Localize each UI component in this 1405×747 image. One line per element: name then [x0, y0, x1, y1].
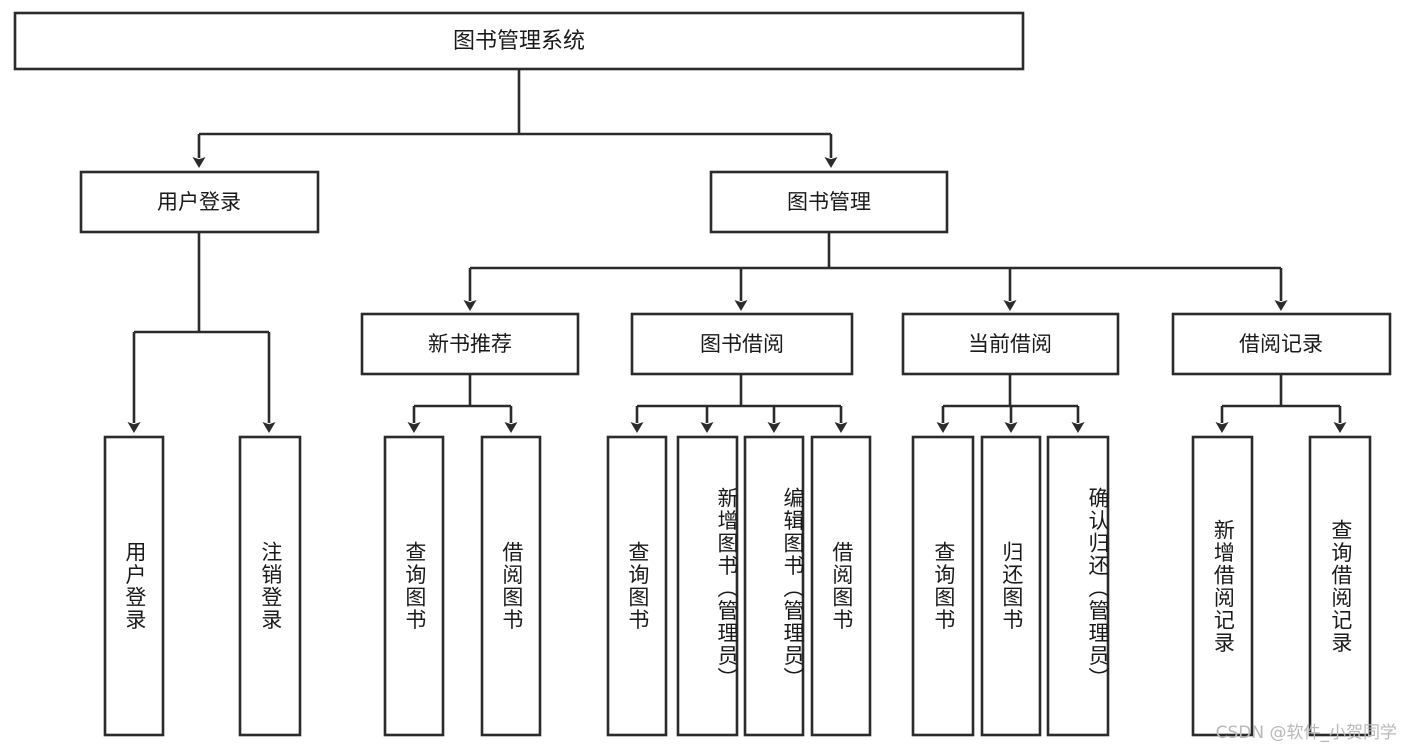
connector-current-borrow-to-leaves — [936, 374, 1085, 433]
node-current-borrow-box[interactable] — [901, 312, 1120, 376]
leaf-box-user-login[interactable] — [103, 435, 165, 737]
connector-book-borrow-to-leaves — [630, 374, 848, 433]
node-borrow-record-label: 借阅记录 — [1239, 332, 1323, 356]
node-book-borrow-box[interactable] — [630, 312, 854, 376]
connector-user-login-to-leaves — [127, 232, 276, 433]
leaf-box-confirm-return[interactable] — [1046, 435, 1110, 737]
node-book-manage[interactable]: 图书管理 — [709, 170, 949, 234]
node-new-book-recommend-box[interactable] — [360, 312, 580, 376]
leaf-box-logout[interactable] — [238, 435, 302, 737]
leaf-box-return-book[interactable] — [980, 435, 1042, 737]
node-new-book-recommend-label: 新书推荐 — [428, 332, 512, 356]
leaf-box-borrow-book-1[interactable] — [480, 435, 542, 737]
node-user-login-box[interactable] — [79, 170, 320, 234]
node-new-book-recommend[interactable]: 新书推荐 — [360, 312, 580, 376]
leaf-box-query-book-1[interactable] — [383, 435, 445, 737]
connector-book-manage-to-level3 — [463, 232, 1288, 311]
node-book-manage-label: 图书管理 — [787, 190, 871, 214]
connector-new-book-rec-to-leaves — [407, 374, 518, 433]
node-book-manage-box[interactable] — [709, 170, 949, 234]
node-book-borrow[interactable]: 图书借阅 — [630, 312, 854, 376]
node-borrow-record[interactable]: 借阅记录 — [1171, 312, 1392, 376]
node-root-box[interactable] — [13, 11, 1025, 71]
connector-borrow-record-to-leaves — [1215, 374, 1347, 433]
leaf-box-query-book-2[interactable] — [606, 435, 668, 737]
leaf-box-edit-book[interactable] — [743, 435, 805, 737]
node-borrow-record-box[interactable] — [1171, 312, 1392, 376]
node-root-label: 图书管理系统 — [453, 29, 585, 54]
node-root[interactable]: 图书管理系统 — [13, 11, 1025, 71]
leaf-box-query-book-3[interactable] — [911, 435, 975, 737]
node-current-borrow-label: 当前借阅 — [968, 332, 1052, 356]
leaf-box-add-record[interactable] — [1191, 435, 1254, 737]
node-user-login[interactable]: 用户登录 — [79, 170, 320, 234]
node-book-borrow-label: 图书借阅 — [700, 332, 784, 356]
node-user-login-label: 用户登录 — [157, 190, 241, 214]
node-current-borrow[interactable]: 当前借阅 — [901, 312, 1120, 376]
leaf-box-add-book[interactable] — [676, 435, 739, 737]
connector-root-to-level2 — [192, 69, 838, 168]
leaf-boxes — [103, 435, 1372, 737]
leaf-box-borrow-book-2[interactable] — [810, 435, 872, 737]
leaf-box-query-record[interactable] — [1308, 435, 1372, 737]
